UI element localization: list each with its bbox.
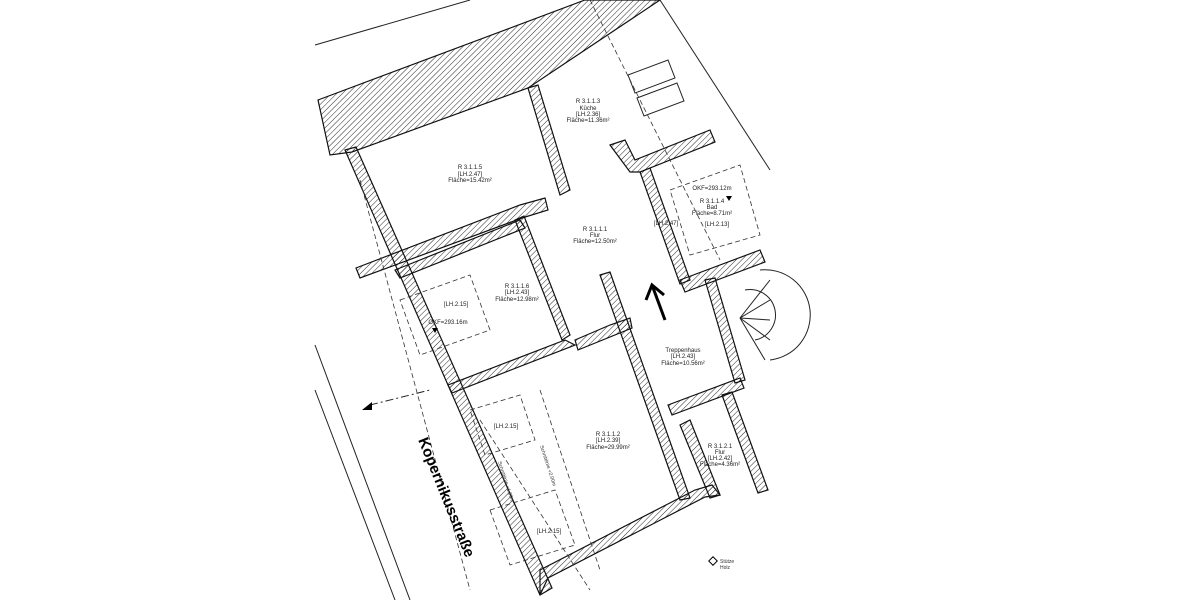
- spiral-staircase: [739, 269, 811, 361]
- column-label: Stütze: [720, 559, 734, 565]
- svg-text:Bad: Bad: [707, 205, 718, 211]
- svg-text:Flur: Flur: [590, 233, 600, 239]
- svg-text:R 3.1.1.4: R 3.1.1.4: [700, 199, 725, 205]
- kitchen-counters: [627, 59, 685, 117]
- room-label-3115: R 3.1.1.5 [LH.2.47] Fläche=15.42m²: [448, 165, 492, 184]
- wall-kitchen-south: [609, 129, 716, 173]
- svg-text:Fläche=12.98m²: Fläche=12.98m²: [495, 297, 539, 303]
- svg-text:[LH.2.43]: [LH.2.43]: [671, 354, 696, 360]
- outer-wall-south: [539, 484, 722, 596]
- section-line-label: Schnittlinie +2.00m: [538, 445, 557, 487]
- wall-room6-south: [447, 339, 577, 394]
- room-label-bad: OKF=293.12m R 3.1.1.4 Bad Fläche=8.71m² …: [692, 186, 732, 228]
- wall-stair-south: [667, 377, 745, 416]
- svg-text:[LH.2.47]: [LH.2.47]: [458, 172, 483, 178]
- room-label-3121: R 3.1.2.1 Flur [LH.2.42] Fläche=4.36m²: [700, 444, 740, 468]
- svg-text:[LH.2.43]: [LH.2.43]: [505, 290, 530, 296]
- wall-room2-north: [574, 317, 633, 351]
- column-material-label: Holz: [720, 565, 731, 571]
- room-height-label: [LH.2.15]: [444, 302, 469, 308]
- svg-text:[LH.2.42]: [LH.2.42]: [708, 456, 733, 462]
- room-label-3112: R 3.1.1.2 [LH.2.39] Fläche=29.99m²: [586, 432, 630, 451]
- svg-text:Fläche=15.42m²: Fläche=15.42m²: [448, 178, 492, 184]
- svg-text:Küche: Küche: [579, 106, 597, 112]
- svg-text:R 3.1.1.5: R 3.1.1.5: [458, 165, 483, 171]
- entrance-arrow-icon: [644, 282, 667, 321]
- section-marker-icon: [362, 402, 372, 410]
- boundary-line: [659, 0, 771, 171]
- neighbour-building-hatch: [317, 0, 662, 156]
- outer-wall-south-east: [679, 419, 721, 499]
- svg-text:[LH.2.13]: [LH.2.13]: [705, 222, 730, 228]
- room-height-label: [LH.2.15]: [537, 529, 562, 535]
- street-name: Kopernikusstraße: [414, 435, 478, 560]
- svg-text:R 3.1.2.1: R 3.1.2.1: [708, 444, 733, 450]
- svg-text:R 3.1.1.2: R 3.1.1.2: [596, 432, 621, 438]
- svg-text:Flur: Flur: [715, 450, 725, 456]
- wall-room6-east: [514, 215, 571, 341]
- svg-text:Fläche=4.36m²: Fläche=4.36m²: [700, 462, 740, 468]
- wall-kitchen-west: [527, 84, 571, 196]
- wall-stair-east: [704, 277, 746, 384]
- svg-text:[LH.2.36]: [LH.2.36]: [576, 112, 601, 118]
- svg-text:Treppenhaus: Treppenhaus: [665, 348, 700, 354]
- room-label-flur: R 3.1.1.1 Flur Fläche=12.50m²: [573, 227, 617, 245]
- room-height-label: [LH.2.15]: [494, 424, 519, 430]
- svg-text:Fläche=12.50m²: Fläche=12.50m²: [573, 239, 617, 245]
- svg-text:Fläche=11.36m²: Fläche=11.36m²: [566, 118, 609, 124]
- svg-text:R 3.1.1.1: R 3.1.1.1: [583, 227, 608, 233]
- column-icon: [708, 556, 718, 566]
- level-marker-icon: [726, 196, 732, 201]
- svg-text:Fläche=8.71m²: Fläche=8.71m²: [692, 211, 732, 217]
- svg-text:OKF=293.12m: OKF=293.12m: [692, 186, 731, 192]
- flur-height-label: [LH.2.47]: [654, 221, 679, 227]
- room-label-kueche: R 3.1.1.3 Küche [LH.2.36] Fläche=11.36m²: [566, 99, 609, 124]
- svg-text:Fläche=10.56m²: Fläche=10.56m²: [661, 361, 705, 367]
- svg-text:[LH.2.39]: [LH.2.39]: [596, 438, 621, 444]
- room-label-3116: R 3.1.1.6 [LH.2.43] Fläche=12.98m²: [495, 284, 539, 303]
- svg-text:Fläche=29.99m²: Fläche=29.99m²: [586, 445, 630, 451]
- boundary-line: [314, 0, 471, 46]
- level-label: OKF=293.16m: [428, 320, 467, 326]
- wall-flur-east: [639, 167, 691, 285]
- wall-room5-south: [355, 197, 549, 279]
- level-marker-icon: [432, 328, 438, 333]
- room-label-treppenhaus: Treppenhaus [LH.2.43] Fläche=10.56m²: [661, 348, 705, 367]
- wall-flur2-east: [721, 391, 769, 494]
- svg-text:R 3.1.1.3: R 3.1.1.3: [576, 99, 601, 105]
- wall-flur-west: [599, 271, 691, 501]
- svg-text:R 3.1.1.6: R 3.1.1.6: [505, 284, 530, 290]
- wall-bath-south: [679, 249, 766, 293]
